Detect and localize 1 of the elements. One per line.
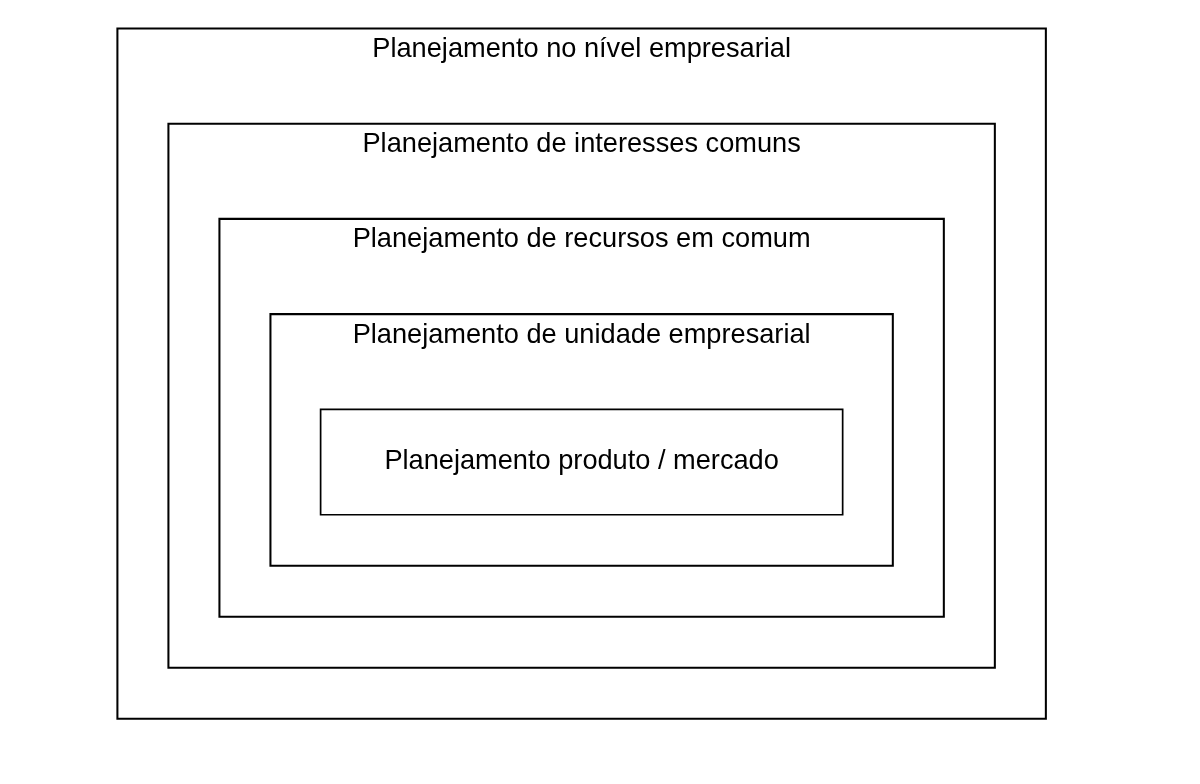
node-box: Planejamento produto / mercado (319, 408, 844, 516)
